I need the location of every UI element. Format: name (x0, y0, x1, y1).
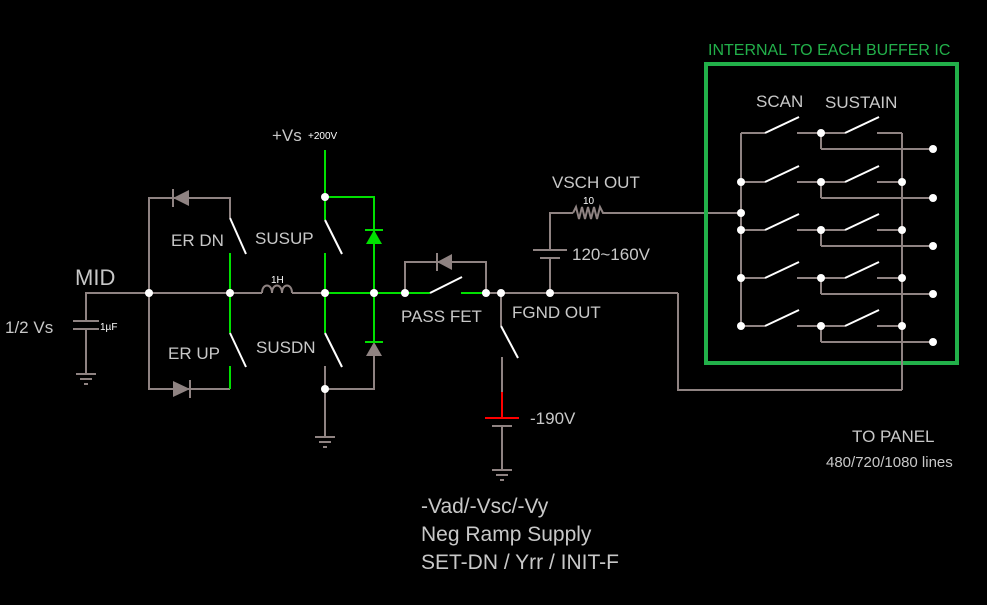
susup-label: SUSUP (255, 229, 314, 248)
neg-voltage-label: -190V (530, 409, 576, 428)
sustain-label: SUSTAIN (825, 93, 897, 112)
susup-switch (324, 219, 343, 255)
fgnd-out-label: FGND OUT (512, 303, 601, 322)
diode-icon (173, 381, 190, 397)
to-panel-label: TO PANEL (852, 427, 935, 446)
sustain-switch (844, 261, 880, 279)
junction-dot (321, 385, 329, 393)
junction-dot (929, 290, 937, 298)
junction-dot (817, 322, 825, 330)
junction-dots (145, 129, 937, 393)
vs-label: +Vs (272, 126, 302, 145)
diode-icon (437, 254, 452, 270)
buffer-title: INTERNAL TO EACH BUFFER IC (708, 42, 950, 59)
junction-dot (370, 289, 378, 297)
junction-dot (737, 322, 745, 330)
junction-dot (226, 289, 234, 297)
junction-dot (817, 129, 825, 137)
fgnd-output (485, 292, 902, 481)
energy-recovery-path (148, 189, 325, 398)
junction-dot (817, 178, 825, 186)
cap-value-label: 1µF (100, 322, 117, 333)
mid-capacitor (73, 292, 149, 374)
junction-dot (817, 274, 825, 282)
scan-switch (764, 261, 800, 279)
pass-fet-switch (429, 276, 463, 294)
er-dn-label: ER DN (171, 231, 224, 250)
sustain-switch (844, 116, 880, 134)
pass-fet (404, 253, 487, 294)
junction-dot (145, 289, 153, 297)
junction-dot (929, 194, 937, 202)
junction-dot (546, 289, 554, 297)
note-line-1: -Vad/-Vsc/-Vy (421, 495, 549, 518)
vsch-out-label: VSCH OUT (552, 173, 640, 192)
junction-dot (737, 274, 745, 282)
sustain-switch (844, 309, 880, 327)
er-dn-switch (229, 217, 247, 255)
buffer-ic-box (704, 62, 959, 365)
junction-dot (929, 145, 937, 153)
junction-dot (321, 289, 329, 297)
junction-dot (898, 178, 906, 186)
junction-dot (898, 274, 906, 282)
junction-dot (401, 289, 409, 297)
junction-dot (898, 322, 906, 330)
ground-icon (76, 373, 96, 385)
susdn-label: SUSDN (256, 338, 316, 357)
buffer-switch-array (740, 116, 933, 390)
sustain-switch (844, 165, 880, 183)
resistor-label: 10 (583, 196, 595, 207)
junction-dot (737, 209, 745, 217)
vs-value-label: +200V (308, 131, 338, 142)
junction-dot (929, 338, 937, 346)
scan-switch (764, 165, 800, 183)
mid-label: MID (75, 265, 115, 290)
scan-switch (764, 309, 800, 327)
scan-switch (764, 213, 800, 231)
er-up-switch (229, 332, 247, 368)
half-vs-label: 1/2 Vs (5, 318, 53, 337)
neg-ramp-switch (500, 325, 519, 359)
junction-dot (482, 289, 490, 297)
scan-switch (764, 116, 800, 134)
lines-label: 480/720/1080 lines (826, 454, 953, 471)
junction-dot (929, 242, 937, 250)
inductor-label: 1H (271, 275, 284, 286)
junction-dot (737, 178, 745, 186)
diode-icon (366, 342, 382, 356)
diode-icon (366, 230, 382, 244)
junction-dot (737, 226, 745, 234)
junction-dot (898, 226, 906, 234)
diode-icon (173, 190, 189, 206)
ground-icon (315, 436, 335, 448)
resistor-icon (572, 204, 741, 220)
vsch-supply (533, 204, 741, 293)
note-line-3: SET-DN / Yrr / INIT-F (421, 551, 619, 574)
note-line-2: Neg Ramp Supply (421, 523, 592, 546)
inductor-icon (261, 284, 293, 294)
sustain-switch (844, 213, 880, 231)
pass-fet-label: PASS FET (401, 307, 482, 326)
vsch-voltage-label: 120~160V (572, 245, 651, 264)
junction-dot (497, 289, 505, 297)
susdn-switch (324, 332, 343, 368)
er-up-label: ER UP (168, 344, 220, 363)
junction-dot (321, 193, 329, 201)
junction-dot (817, 226, 825, 234)
scan-label: SCAN (756, 92, 803, 111)
